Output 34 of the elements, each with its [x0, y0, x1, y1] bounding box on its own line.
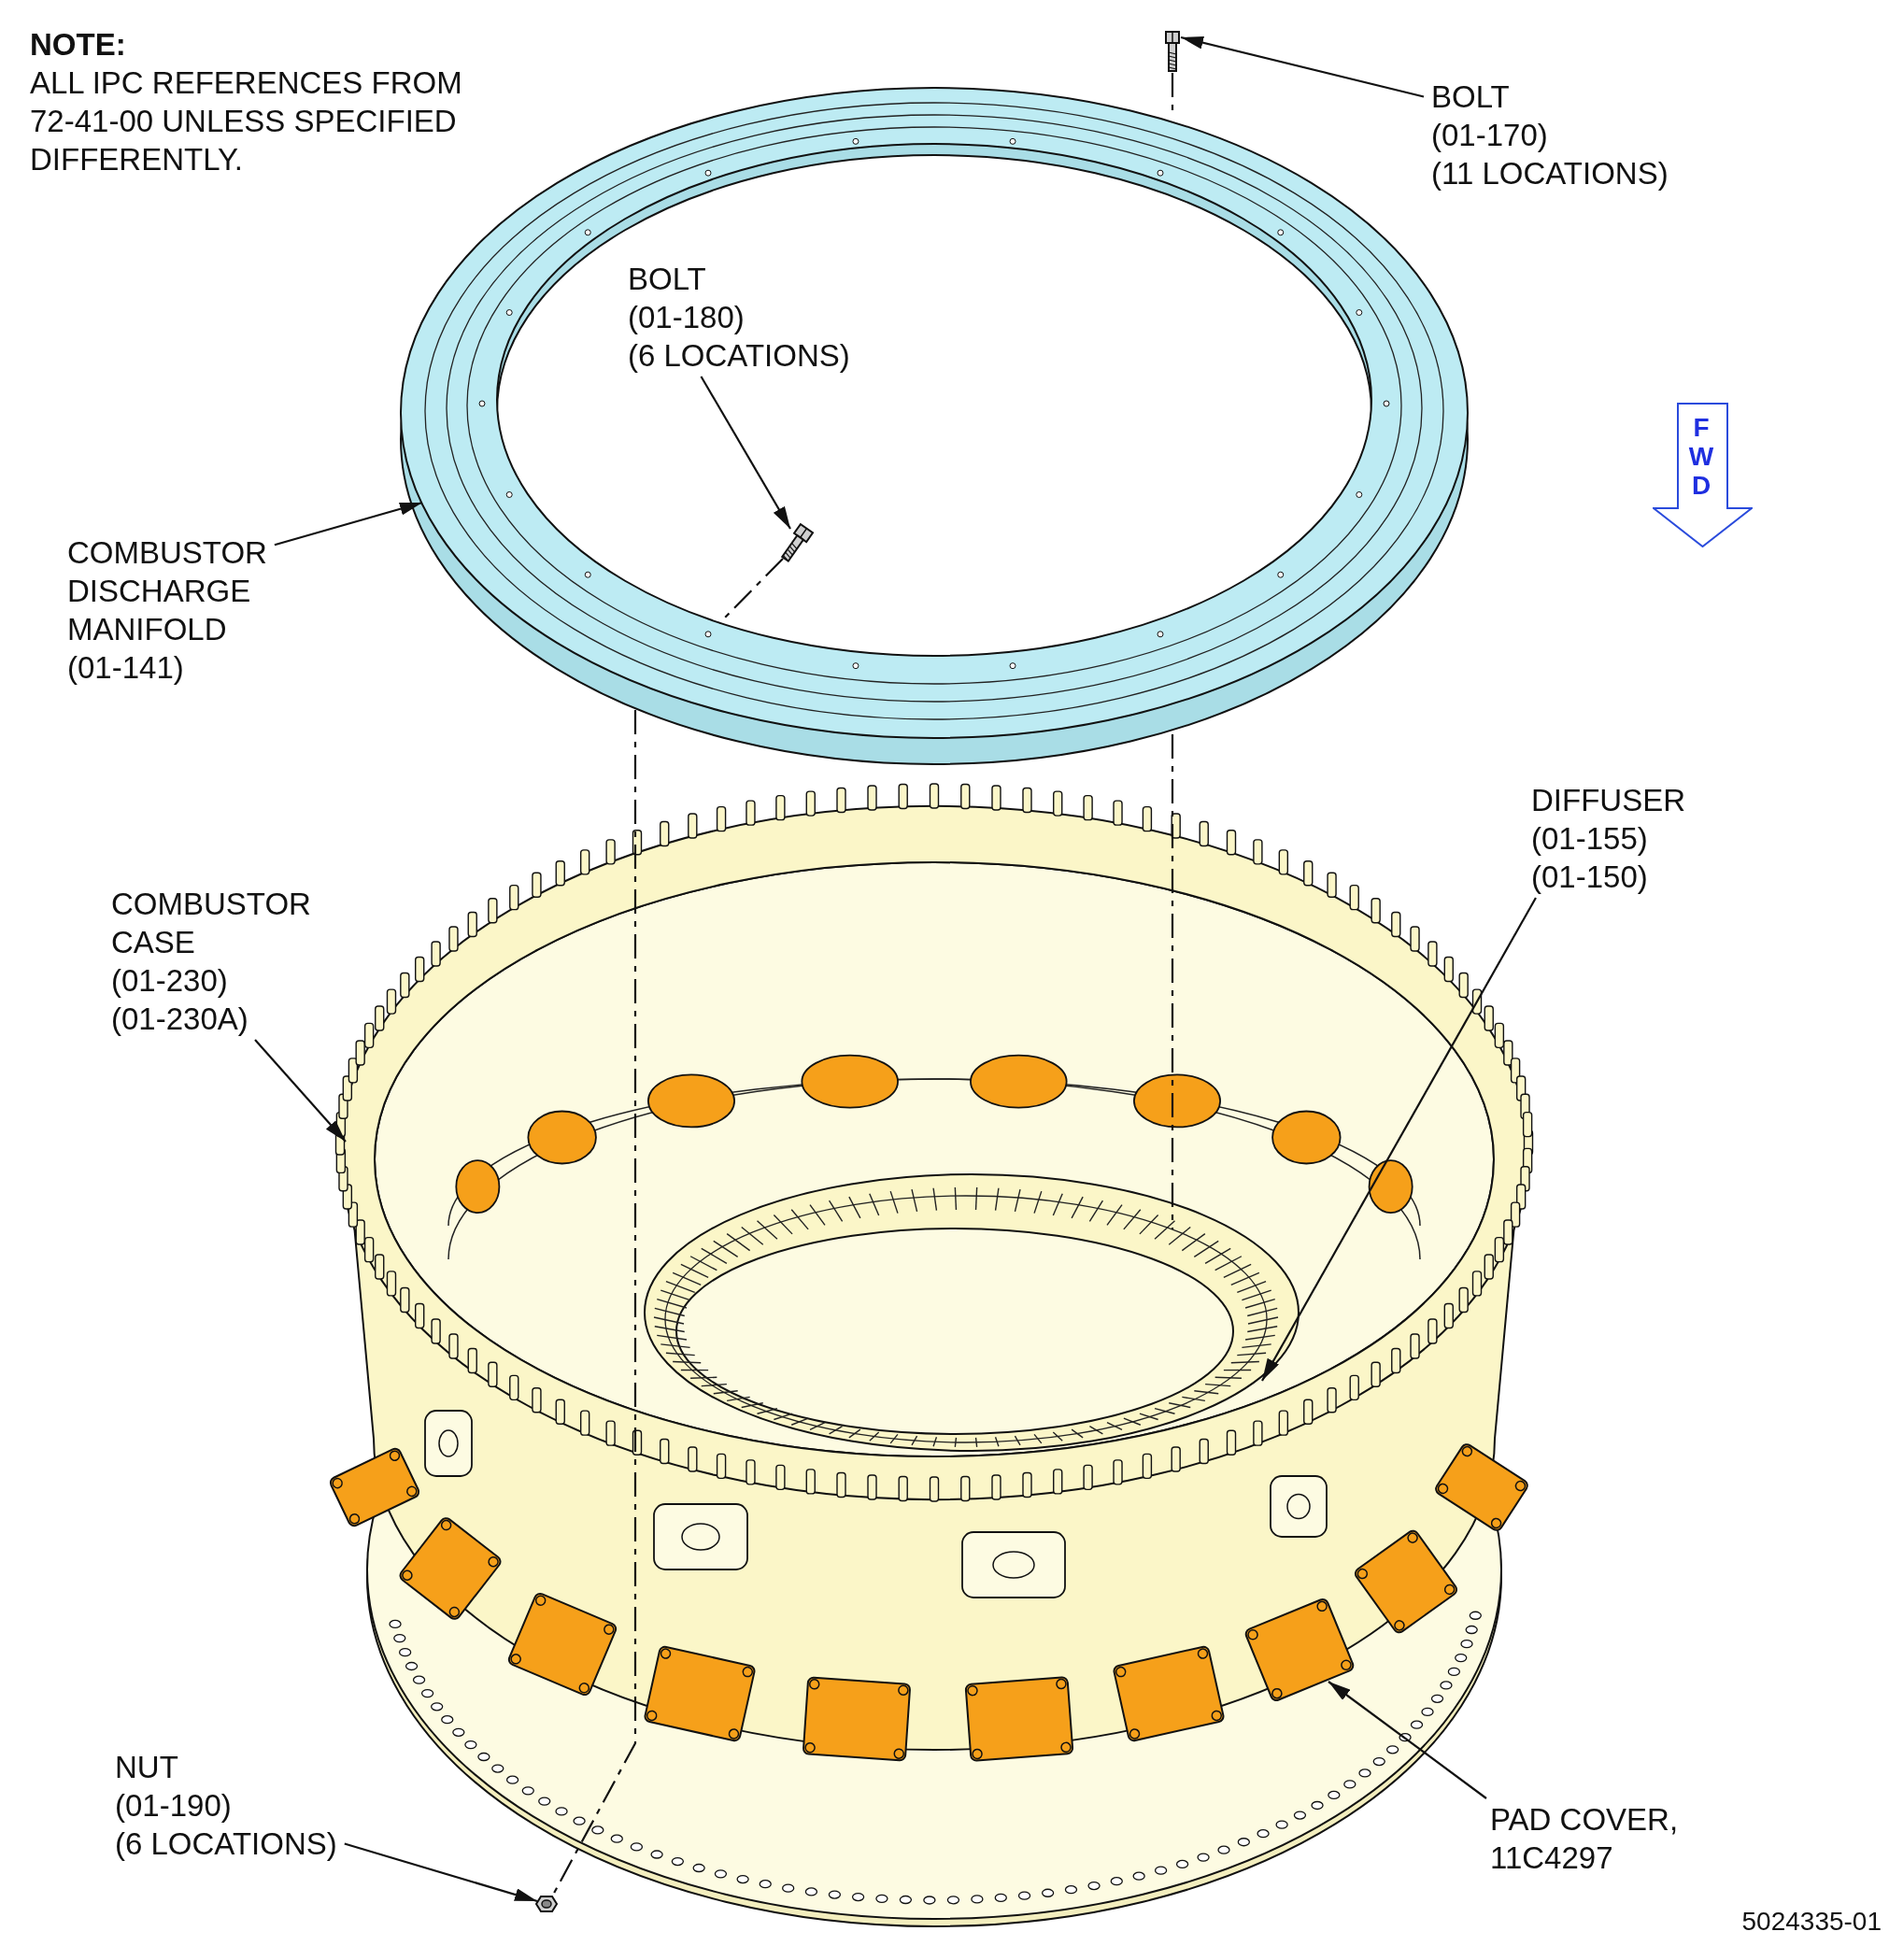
leader-line [274, 501, 423, 547]
leader-line [1328, 1681, 1487, 1799]
part-number: (11 LOCATIONS) [1431, 155, 1669, 192]
nut-drawing [534, 1896, 559, 1912]
part-name: NUT [115, 1749, 179, 1786]
leader-line [1180, 36, 1425, 98]
part-name: BOLT [628, 261, 707, 298]
bolt-drawing [1165, 31, 1180, 72]
note-text: ALL IPC REFERENCES FROM 72-41-00 UNLESS SPECIFIED DIFFERENTLY. [30, 64, 463, 178]
part-number: (01-150) [1531, 859, 1649, 896]
alignment-line [1171, 734, 1174, 1229]
part-number: (01-155) [1531, 820, 1649, 858]
part-number: (01-180) [628, 299, 746, 336]
leader-line [1261, 897, 1537, 1382]
part-number: (01-190) [115, 1787, 233, 1825]
part-number: (6 LOCATIONS) [115, 1825, 337, 1863]
part-number: (01-170) [1431, 117, 1549, 154]
direction-label: FWD [1688, 414, 1714, 501]
alignment-line [718, 558, 784, 624]
part-number: (6 LOCATIONS) [628, 337, 850, 375]
note-heading: NOTE: [30, 26, 126, 64]
part-number: (01-230A) [111, 1001, 249, 1038]
leader-line [254, 1039, 347, 1143]
part-number: (01-141) [67, 649, 185, 687]
part-name: COMBUSTOR CASE [111, 886, 311, 961]
part-number: (01-230) [111, 962, 229, 1000]
part-name: PAD COVER, [1490, 1801, 1679, 1839]
leader-line [700, 376, 791, 530]
part-name: BOLT [1431, 78, 1511, 116]
part-number: 11C4297 [1490, 1839, 1614, 1877]
part-name: COMBUSTOR DISCHARGE MANIFOLD [67, 534, 267, 648]
leader-line [344, 1842, 538, 1903]
part-name: DIFFUSER [1531, 782, 1685, 819]
drawing-number: 5024335-01 [1741, 1906, 1882, 1938]
